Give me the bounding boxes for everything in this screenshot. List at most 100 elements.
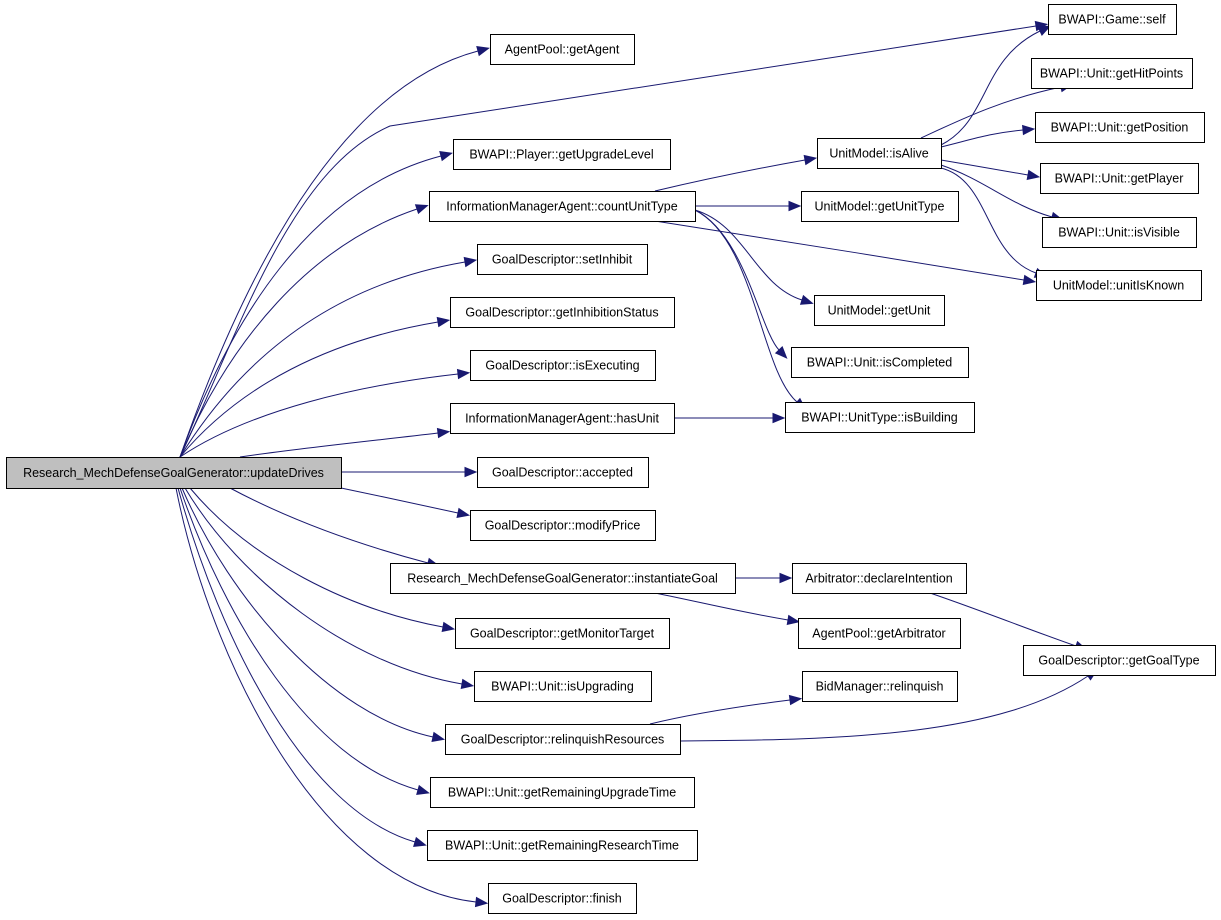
node-box[interactable]: [1048, 4, 1177, 35]
edge-unitmodel-isalive-to-unit-getposition-arrowhead: [1022, 124, 1036, 136]
node-player-getupgradelevel[interactable]: BWAPI::Player::getUpgradeLevel: [453, 139, 671, 170]
node-box[interactable]: [390, 563, 736, 594]
node-gd-relinquishresources[interactable]: GoalDescriptor::relinquishResources: [445, 724, 681, 755]
edge-root-to-gd-getinhibitionstatus: [179, 321, 439, 458]
call-graph-nodes: Research_MechDefenseGoalGenerator::updat…: [6, 4, 1216, 914]
node-box[interactable]: [455, 618, 670, 649]
edge-unitmodel-isalive-to-game-self: [940, 30, 1041, 146]
edge-unitmodel-isalive-to-game-self-arrowhead: [1037, 25, 1052, 36]
node-box[interactable]: [817, 138, 942, 169]
edge-root-to-gd-getinhibitionstatus-arrowhead: [436, 316, 451, 328]
edge-root-to-player-getupgradelevel: [179, 155, 442, 458]
node-gd-setinhibit[interactable]: GoalDescriptor::setInhibit: [477, 244, 648, 275]
node-box[interactable]: [490, 34, 635, 65]
edge-gen-instantiategoal-to-agentpool-getarbitrator: [654, 592, 789, 621]
node-gd-modifyprice[interactable]: GoalDescriptor::modifyPrice: [470, 510, 656, 541]
node-box[interactable]: [470, 350, 656, 381]
node-gd-getmonitortarget[interactable]: GoalDescriptor::getMonitorTarget: [455, 618, 670, 649]
node-gen-instantiategoal[interactable]: Research_MechDefenseGoalGenerator::insta…: [390, 563, 736, 594]
node-unit-getremainingupgradetime[interactable]: BWAPI::Unit::getRemainingUpgradeTime: [430, 777, 695, 808]
node-box[interactable]: [429, 191, 696, 222]
edge-gd-relinquishresources-to-bidmanager-relinquish: [649, 699, 791, 725]
node-unittype-isbuilding[interactable]: BWAPI::UnitType::isBuilding: [785, 402, 975, 433]
node-box[interactable]: [453, 139, 671, 170]
node-box[interactable]: [791, 347, 969, 378]
edge-root-to-unit-getremainingupgradetime-arrowhead: [416, 784, 430, 795]
node-box[interactable]: [798, 618, 961, 649]
node-agentpool-getagent[interactable]: AgentPool::getAgent: [490, 34, 635, 65]
edge-root-to-gd-finish: [175, 487, 477, 903]
node-agentpool-getarbitrator[interactable]: AgentPool::getArbitrator: [798, 618, 961, 649]
node-box[interactable]: [427, 830, 698, 861]
node-unit-isupgrading[interactable]: BWAPI::Unit::isUpgrading: [474, 671, 652, 702]
node-unit-getposition[interactable]: BWAPI::Unit::getPosition: [1035, 112, 1205, 143]
edge-gd-relinquishresources-to-gd-getgoaltype: [679, 675, 1089, 742]
node-unit-gethitpoints[interactable]: BWAPI::Unit::getHitPoints: [1031, 58, 1193, 89]
edge-root-to-game-self: [179, 25, 1037, 458]
node-gd-finish[interactable]: GoalDescriptor::finish: [488, 883, 637, 914]
node-gd-accepted[interactable]: GoalDescriptor::accepted: [477, 457, 649, 488]
node-unit-iscompleted[interactable]: BWAPI::Unit::isCompleted: [791, 347, 969, 378]
node-label: GoalDescriptor::getGoalType: [1038, 654, 1199, 668]
node-label: BWAPI::Unit::getRemainingResearchTime: [445, 839, 679, 853]
edge-root-to-gd-relinquishresources-arrowhead: [431, 731, 446, 743]
node-box[interactable]: [6, 457, 342, 489]
node-label: GoalDescriptor::accepted: [492, 466, 633, 480]
node-box[interactable]: [430, 777, 695, 808]
node-box[interactable]: [488, 883, 637, 914]
node-unitmodel-isalive[interactable]: UnitModel::isAlive: [817, 138, 942, 169]
edge-root-to-gd-finish-arrowhead: [474, 896, 489, 908]
node-label: GoalDescriptor::getInhibitionStatus: [465, 306, 658, 320]
node-label: GoalDescriptor::isExecuting: [485, 359, 639, 373]
edge-ima-countunittype-to-unitmodel-getunit: [694, 209, 803, 301]
node-label: BWAPI::Player::getUpgradeLevel: [469, 148, 653, 162]
node-box[interactable]: [450, 403, 675, 434]
node-gd-getinhibitionstatus[interactable]: GoalDescriptor::getInhibitionStatus: [450, 297, 675, 328]
node-box[interactable]: [477, 457, 649, 488]
node-box[interactable]: [802, 671, 958, 702]
node-unitmodel-unitisknown[interactable]: UnitModel::unitIsKnown: [1036, 270, 1202, 301]
edge-root-to-gen-instantiategoal: [229, 487, 429, 564]
node-gd-getgoaltype[interactable]: GoalDescriptor::getGoalType: [1023, 645, 1216, 676]
node-unit-getremainingresearchtime[interactable]: BWAPI::Unit::getRemainingResearchTime: [427, 830, 698, 861]
edge-root-to-ima-countunittype: [179, 208, 418, 458]
node-box[interactable]: [792, 563, 967, 594]
node-unit-getplayer[interactable]: BWAPI::Unit::getPlayer: [1040, 163, 1199, 194]
node-box[interactable]: [1031, 58, 1193, 89]
edge-root-to-gd-setinhibit: [179, 261, 466, 458]
node-box[interactable]: [814, 295, 945, 326]
node-box[interactable]: [450, 297, 675, 328]
edge-root-to-gd-modifyprice: [340, 487, 459, 514]
node-box[interactable]: [785, 402, 975, 433]
node-bidmanager-relinquish[interactable]: BidManager::relinquish: [802, 671, 958, 702]
node-ima-hasunit[interactable]: InformationManagerAgent::hasUnit: [450, 403, 675, 434]
node-ima-countunittype[interactable]: InformationManagerAgent::countUnitType: [429, 191, 696, 222]
edge-root-to-agentpool-getagent-arrowhead: [476, 46, 490, 57]
node-unit-isvisible[interactable]: BWAPI::Unit::isVisible: [1042, 217, 1197, 248]
node-box[interactable]: [801, 191, 959, 222]
node-label: GoalDescriptor::setInhibit: [492, 253, 633, 267]
node-game-self[interactable]: BWAPI::Game::self: [1048, 4, 1177, 35]
node-unitmodel-getunittype[interactable]: UnitModel::getUnitType: [801, 191, 959, 222]
node-box[interactable]: [1023, 645, 1216, 676]
node-arbitrator-declareintention[interactable]: Arbitrator::declareIntention: [792, 563, 967, 594]
node-label: GoalDescriptor::relinquishResources: [461, 733, 665, 747]
node-unitmodel-getunit[interactable]: UnitModel::getUnit: [814, 295, 945, 326]
edge-root-to-gd-getmonitortarget-arrowhead: [441, 621, 456, 633]
node-label: BWAPI::Unit::getPosition: [1051, 121, 1189, 135]
node-box[interactable]: [445, 724, 681, 755]
edge-unitmodel-isalive-to-unit-getplayer: [940, 159, 1029, 176]
node-box[interactable]: [1042, 217, 1197, 248]
node-label: UnitModel::getUnit: [828, 304, 931, 318]
node-box[interactable]: [470, 510, 656, 541]
node-box[interactable]: [1040, 163, 1199, 194]
node-box[interactable]: [1036, 270, 1202, 301]
edge-root-to-gd-getmonitortarget: [189, 487, 444, 628]
node-box[interactable]: [477, 244, 648, 275]
node-root[interactable]: Research_MechDefenseGoalGenerator::updat…: [6, 457, 342, 489]
node-gd-isexecuting[interactable]: GoalDescriptor::isExecuting: [470, 350, 656, 381]
node-box[interactable]: [1035, 112, 1205, 143]
edge-gen-instantiategoal-to-arbitrator-declareintention-arrowhead: [779, 572, 793, 584]
edge-ima-countunittype-to-unit-iscompleted: [694, 209, 780, 351]
node-box[interactable]: [474, 671, 652, 702]
